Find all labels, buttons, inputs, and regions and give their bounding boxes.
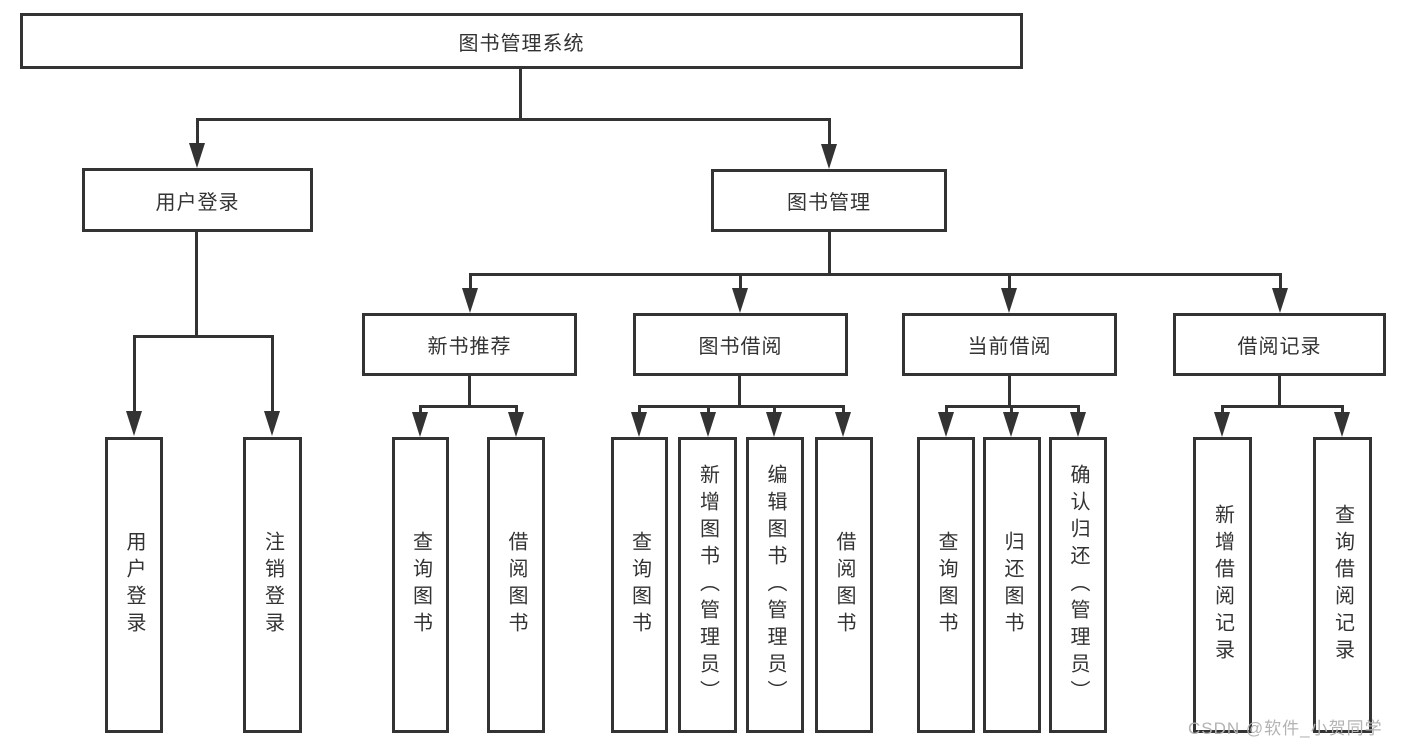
connector-line <box>196 118 831 121</box>
connector-line <box>1278 376 1281 408</box>
connector-line <box>469 273 1282 276</box>
connector-line <box>1010 405 1013 415</box>
arrow-down-icon <box>126 411 142 436</box>
connector-line <box>1008 273 1011 291</box>
connector-line <box>638 405 845 408</box>
connector-line <box>773 405 776 415</box>
connector-line <box>271 335 274 413</box>
arrow-down-icon <box>1214 412 1230 437</box>
connector-line <box>842 405 845 415</box>
connector-line <box>828 118 831 146</box>
leaf-add-borrow-record: 新增借阅记录 <box>1193 437 1252 733</box>
leaf-query-borrow-record: 查询借阅记录 <box>1313 437 1372 733</box>
connector-line <box>739 273 742 291</box>
connector-line <box>468 376 471 408</box>
connector-line <box>1077 405 1080 415</box>
node-library-system: 图书管理系统 <box>20 13 1023 69</box>
arrow-down-icon <box>412 412 428 437</box>
leaf-query-books-recommend: 查询图书 <box>392 437 449 733</box>
arrow-down-icon <box>189 143 205 168</box>
connector-line <box>1221 405 1344 408</box>
arrow-down-icon <box>631 412 647 437</box>
arrow-down-icon <box>264 411 280 436</box>
node-current-borrowing: 当前借阅 <box>902 313 1117 376</box>
connector-line <box>133 335 274 338</box>
connector-line <box>1341 405 1344 415</box>
arrow-down-icon <box>1003 412 1019 437</box>
leaf-query-books-borrowing: 查询图书 <box>611 437 668 733</box>
csdn-watermark: CSDN @软件_小贺同学 <box>1188 719 1383 738</box>
arrow-down-icon <box>732 288 748 313</box>
arrow-down-icon <box>766 412 782 437</box>
connector-line <box>1221 405 1224 415</box>
arrow-down-icon <box>821 144 837 169</box>
leaf-add-book-admin: 新增图书（管理员） <box>678 437 737 733</box>
node-book-borrowing: 图书借阅 <box>633 313 848 376</box>
arrow-down-icon <box>1070 412 1086 437</box>
connector-line <box>638 405 641 415</box>
connector-line <box>945 405 948 415</box>
node-user-login: 用户登录 <box>82 168 313 232</box>
connector-line <box>519 69 522 121</box>
connector-line <box>707 405 710 415</box>
leaf-logout: 注销登录 <box>243 437 302 733</box>
arrow-down-icon <box>835 412 851 437</box>
connector-line <box>196 118 199 146</box>
leaf-borrow-books-recommend: 借阅图书 <box>487 437 545 733</box>
leaf-query-books-current: 查询图书 <box>917 437 975 733</box>
leaf-return-books: 归还图书 <box>983 437 1041 733</box>
node-book-management: 图书管理 <box>711 169 947 232</box>
arrow-down-icon <box>1272 288 1288 313</box>
arrow-down-icon <box>700 412 716 437</box>
arrow-down-icon <box>1001 288 1017 313</box>
leaf-user-login: 用户登录 <box>105 437 163 733</box>
leaf-confirm-return-admin: 确认归还（管理员） <box>1049 437 1107 733</box>
arrow-down-icon <box>938 412 954 437</box>
connector-line <box>738 376 741 408</box>
connector-line <box>133 335 136 413</box>
leaf-edit-book-admin: 编辑图书（管理员） <box>746 437 804 733</box>
connector-line <box>469 273 472 291</box>
node-new-book-recommend: 新书推荐 <box>362 313 577 376</box>
connector-line <box>419 405 518 408</box>
connector-line <box>419 405 422 415</box>
connector-line <box>1279 273 1282 291</box>
connector-line <box>1008 375 1011 408</box>
connector-line <box>828 232 831 276</box>
leaf-borrow-books: 借阅图书 <box>815 437 873 733</box>
arrow-down-icon <box>1334 412 1350 437</box>
arrow-down-icon <box>508 412 524 437</box>
node-borrowing-records: 借阅记录 <box>1173 313 1386 376</box>
arrow-down-icon <box>462 288 478 313</box>
connector-line <box>195 232 198 338</box>
connector-line <box>515 405 518 415</box>
